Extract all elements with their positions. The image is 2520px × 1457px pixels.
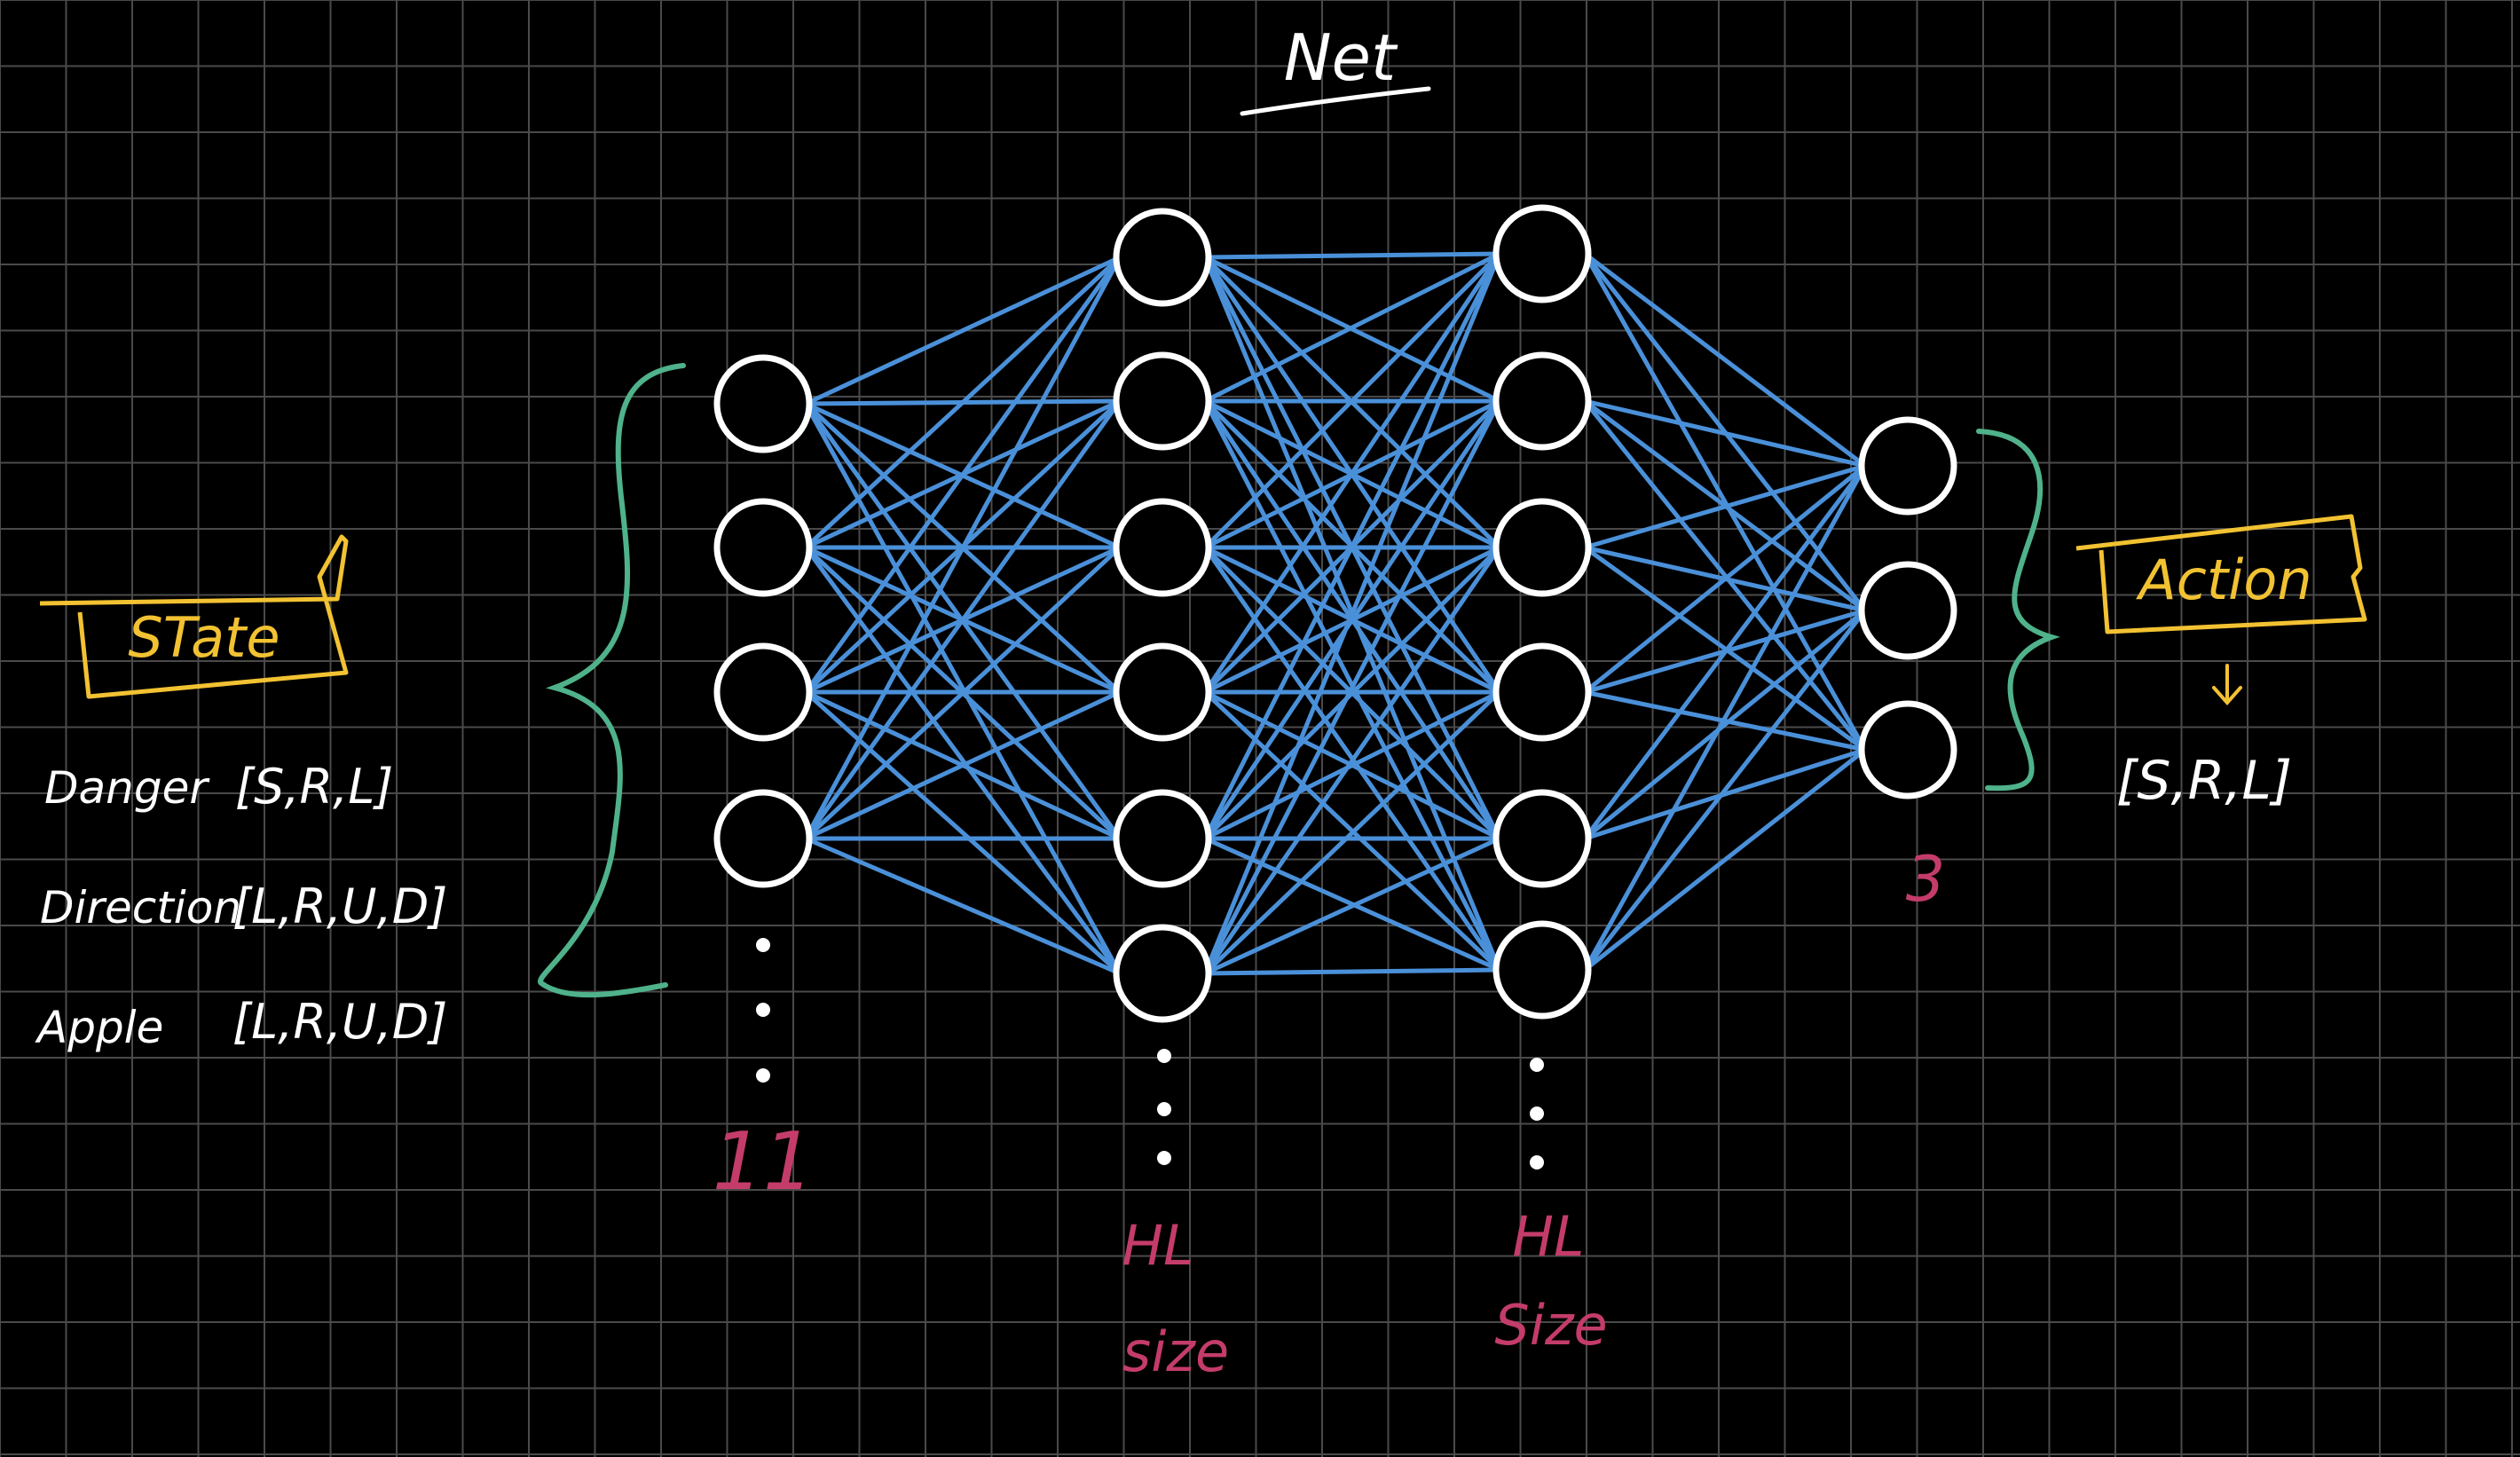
ellipsis-dot <box>756 1003 770 1017</box>
ellipsis-dot <box>1157 1049 1171 1063</box>
hidden1-neuron <box>1113 351 1212 451</box>
input-name-apple: Apple <box>35 1002 163 1053</box>
connection-line <box>803 255 1122 841</box>
connection-line <box>1202 689 1502 841</box>
action-values: [S,R,L] <box>2116 750 2292 812</box>
hidden2-neuron <box>1492 920 1592 1020</box>
connection-line <box>1582 463 1868 973</box>
input-neuron <box>713 498 813 597</box>
input-values-apple: [L,R,U,D] <box>232 994 447 1050</box>
input-size-label: 11 <box>713 1115 815 1209</box>
hidden1-neuron <box>1113 924 1212 1023</box>
input-neuron <box>713 789 813 888</box>
input-values-direction: [L,R,U,D] <box>232 878 447 934</box>
ellipsis-dots <box>756 938 1544 1170</box>
connection-line <box>803 545 1122 841</box>
connection-line <box>1202 251 1502 841</box>
connection-line <box>1582 747 1868 973</box>
ellipsis-dot <box>1530 1155 1544 1170</box>
output-neuron <box>1858 700 1957 799</box>
hidden2-neuron <box>1492 498 1592 597</box>
connection-line <box>803 689 1122 841</box>
connection-line <box>1582 463 1868 550</box>
connection-line <box>1582 608 1868 973</box>
input-name-danger: Danger <box>44 762 210 814</box>
connection-line <box>1582 608 1868 841</box>
ellipsis-dot <box>1157 1102 1171 1116</box>
connection-line <box>1202 251 1502 550</box>
hidden1-size-label-line2: size <box>1122 1319 1229 1384</box>
output-brace <box>1976 429 2060 792</box>
connection-line <box>803 255 1122 550</box>
hidden2-neuron <box>1492 789 1592 888</box>
neurons <box>713 204 1957 1023</box>
hidden2-size-label-line2: Size <box>1494 1293 1607 1358</box>
output-neuron <box>1858 416 1957 516</box>
connection-line <box>803 255 1122 695</box>
hidden1-neuron <box>1113 789 1212 888</box>
connection-line <box>803 398 1122 841</box>
hidden1-neuron <box>1113 642 1212 742</box>
action-label-box <box>2075 514 2367 634</box>
output-neuron <box>1858 561 1957 660</box>
hidden2-neuron <box>1492 351 1592 451</box>
connections <box>803 251 1868 976</box>
hidden2-size-label-line1: HL <box>1512 1204 1584 1269</box>
connection-line <box>1202 545 1502 976</box>
connection-line <box>1202 398 1502 976</box>
connection-line <box>1202 251 1502 695</box>
ellipsis-dot <box>1530 1107 1544 1121</box>
connection-line <box>1202 398 1502 841</box>
connection-line <box>1582 463 1868 841</box>
connection-line <box>1202 836 1502 976</box>
hidden1-neuron <box>1113 208 1212 307</box>
input-values-danger: [S,R,L] <box>235 759 393 815</box>
connection-line <box>803 836 1122 976</box>
connection-line <box>1582 251 1868 469</box>
title-underline <box>1240 86 1431 116</box>
connection-line <box>1202 545 1502 841</box>
diagram-title: Net <box>1284 20 1398 95</box>
action-label: Action <box>2135 547 2311 612</box>
connection-line <box>1202 689 1502 976</box>
connection-line <box>1582 463 1868 695</box>
ellipsis-dot <box>1530 1058 1544 1072</box>
hidden1-size-label-line1: HL <box>1122 1213 1193 1278</box>
connection-line <box>1202 251 1502 976</box>
ellipsis-dot <box>1157 1151 1171 1165</box>
connection-line <box>1582 747 1868 841</box>
input-neuron <box>713 642 813 742</box>
connection-line <box>1202 967 1502 976</box>
input-brace <box>538 363 686 998</box>
connection-line <box>1582 398 1868 469</box>
hidden2-neuron <box>1492 204 1592 303</box>
ellipsis-dot <box>756 1068 770 1083</box>
input-neuron <box>713 354 813 453</box>
hidden2-neuron <box>1492 642 1592 742</box>
action-arrow-icon <box>2212 664 2242 706</box>
state-label: STate <box>128 605 280 670</box>
ellipsis-dot <box>756 938 770 952</box>
output-size-label: 3 <box>1906 843 1946 916</box>
connection-line <box>1582 398 1868 752</box>
state-label-box <box>39 534 349 699</box>
input-name-direction: Direction <box>40 882 241 933</box>
connection-line <box>1202 251 1502 404</box>
hidden1-neuron <box>1113 498 1212 597</box>
connection-line <box>1202 251 1502 260</box>
connection-line <box>803 255 1122 406</box>
